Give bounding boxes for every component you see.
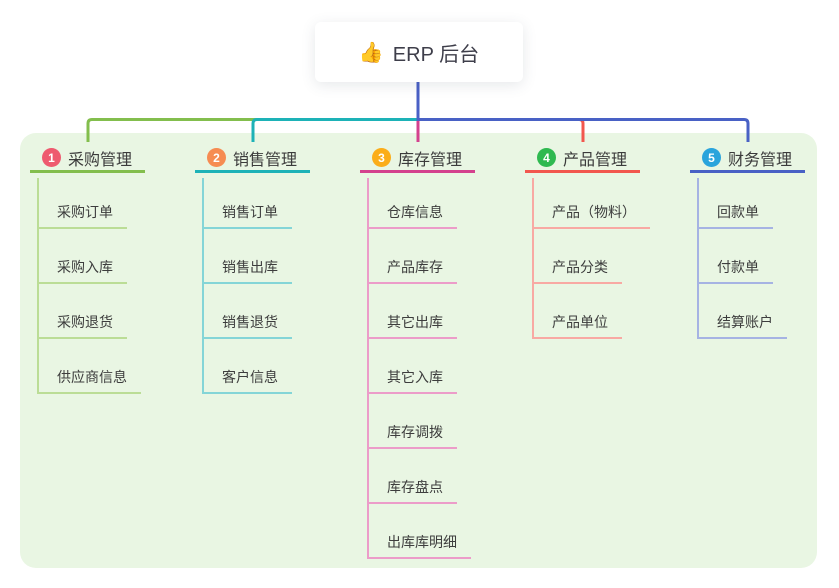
child-node[interactable]: 销售退货: [202, 313, 292, 339]
branch-node[interactable]: 2 销售管理: [195, 145, 310, 173]
root-node[interactable]: 👍 ERP 后台: [315, 22, 523, 82]
child-node[interactable]: 销售订单: [202, 203, 292, 229]
branch-number-badge: 3: [372, 148, 391, 167]
branch-label: 采购管理: [68, 151, 133, 169]
child-node[interactable]: 结算账户: [697, 313, 787, 339]
thumbs-up-icon: 👍: [358, 41, 384, 64]
mindmap-panel: [20, 133, 817, 568]
branch-label: 库存管理: [398, 151, 463, 169]
child-node[interactable]: 库存盘点: [367, 478, 457, 504]
child-node[interactable]: 产品（物料）: [532, 203, 650, 229]
child-node[interactable]: 供应商信息: [37, 368, 141, 394]
child-node[interactable]: 其它出库: [367, 313, 457, 339]
child-node[interactable]: 采购退货: [37, 313, 127, 339]
child-node[interactable]: 付款单: [697, 258, 773, 284]
branch-number-badge: 5: [702, 148, 721, 167]
child-node[interactable]: 其它入库: [367, 368, 457, 394]
child-node[interactable]: 回款单: [697, 203, 773, 229]
branch-number-badge: 4: [537, 148, 556, 167]
child-node[interactable]: 产品分类: [532, 258, 622, 284]
child-node[interactable]: 产品库存: [367, 258, 457, 284]
branch-label: 财务管理: [728, 151, 793, 169]
branch-number-badge: 1: [42, 148, 61, 167]
branch-node[interactable]: 5 财务管理: [690, 145, 805, 173]
root-node-label: ERP 后台: [392, 43, 480, 66]
child-node[interactable]: 采购订单: [37, 203, 127, 229]
child-node[interactable]: 客户信息: [202, 368, 292, 394]
branch-node[interactable]: 3 库存管理: [360, 145, 475, 173]
child-node[interactable]: 采购入库: [37, 258, 127, 284]
branch-number-badge: 2: [207, 148, 226, 167]
child-node[interactable]: 出库库明细: [367, 533, 471, 559]
branch-node[interactable]: 1 采购管理: [30, 145, 145, 173]
branch-label: 产品管理: [563, 151, 628, 169]
child-node[interactable]: 产品单位: [532, 313, 622, 339]
branch-node[interactable]: 4 产品管理: [525, 145, 640, 173]
branch-label: 销售管理: [233, 151, 298, 169]
child-node[interactable]: 销售出库: [202, 258, 292, 284]
child-node[interactable]: 库存调拨: [367, 423, 457, 449]
child-node[interactable]: 仓库信息: [367, 203, 457, 229]
